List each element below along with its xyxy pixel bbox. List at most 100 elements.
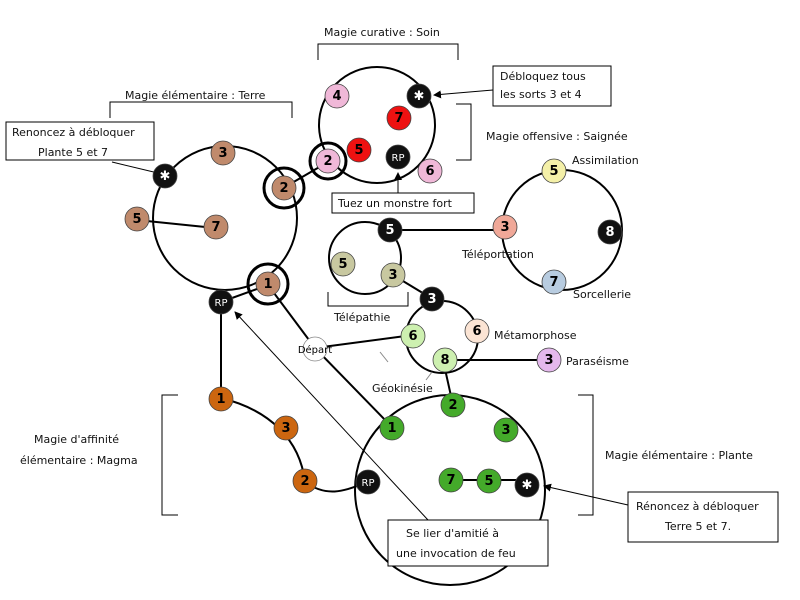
node-tele-5b[interactable]: 5 — [377, 217, 403, 243]
node-terre-3[interactable]: 3 — [210, 140, 236, 166]
node-para-3[interactable]: 3 — [536, 347, 562, 373]
bracket-saignee — [456, 103, 472, 161]
node-disc — [386, 105, 412, 131]
node-disc — [597, 219, 623, 245]
node-label: RP — [392, 153, 405, 164]
node-label: 5 — [549, 164, 558, 179]
node-tele-5[interactable]: 5 — [330, 251, 356, 277]
node-saignee-7[interactable]: 7 — [386, 105, 412, 131]
node-assim-5[interactable]: 5 — [541, 158, 567, 184]
node-disc — [419, 286, 445, 312]
node-disc — [355, 469, 381, 495]
node-disc — [476, 468, 502, 494]
node-label: 2 — [448, 398, 457, 413]
node-plante-2[interactable]: 2 — [440, 392, 466, 418]
label-geokinesie: Géokinésie — [372, 382, 433, 395]
label-magie-curative: Magie curative : Soin — [324, 26, 440, 39]
node-disc — [432, 347, 458, 373]
node-terre-star[interactable]: ✱ — [152, 163, 178, 189]
node-plante-5[interactable]: 5 — [476, 468, 502, 494]
label-renoncez-terre-1: Rénoncez à débloquer — [636, 500, 759, 513]
node-magma-2[interactable]: 2 — [292, 468, 318, 494]
node-soin-4[interactable]: 4 — [324, 83, 350, 109]
node-depart[interactable]: Départ — [298, 336, 332, 362]
node-disc — [273, 415, 299, 441]
node-terre-5[interactable]: 5 — [124, 206, 150, 232]
node-label: 1 — [216, 392, 225, 407]
box-lier — [387, 519, 549, 567]
node-tele-3[interactable]: 3 — [380, 262, 406, 288]
node-n-8-green[interactable]: 8 — [432, 347, 458, 373]
line-depart-g1 — [314, 347, 391, 426]
node-rp-top[interactable]: RP — [385, 144, 411, 170]
brackets — [109, 43, 594, 516]
node-label: 2 — [279, 181, 288, 196]
telepathie-ring — [328, 221, 402, 295]
node-n-6-green[interactable]: 6 — [400, 323, 426, 349]
node-label: 1 — [387, 421, 396, 436]
node-sorc-7[interactable]: 7 — [541, 269, 567, 295]
node-disc — [438, 467, 464, 493]
node-highlight-ring — [308, 141, 348, 181]
bracket-telepathie — [327, 292, 409, 307]
node-soin-2[interactable]: 2 — [308, 141, 348, 181]
arrow-renoncez-terre — [543, 483, 629, 506]
node-disc — [536, 347, 562, 373]
node-label: 8 — [440, 353, 449, 368]
node-black-3[interactable]: 3 — [419, 286, 445, 312]
node-label: 7 — [394, 111, 403, 126]
node-disc — [124, 206, 150, 232]
node-plante-1[interactable]: 1 — [379, 415, 405, 441]
node-label: 3 — [544, 353, 553, 368]
node-n-8-black[interactable]: 8 — [597, 219, 623, 245]
node-disc — [152, 163, 178, 189]
node-label: ✱ — [522, 478, 533, 493]
node-terre-1[interactable]: 1 — [246, 262, 290, 306]
label-magma-2: élémentaire : Magma — [20, 454, 138, 467]
node-label: Départ — [298, 344, 332, 356]
connectors — [136, 161, 549, 481]
label-lier-1: Se lier d'amitié à — [406, 527, 499, 540]
label-debloquez-1: Débloquez tous — [500, 70, 586, 83]
node-plante-star[interactable]: ✱ — [514, 472, 540, 498]
label-teleportation: Téléportation — [461, 248, 534, 261]
node-highlight-ring — [246, 262, 290, 306]
node-label: 5 — [484, 474, 493, 489]
label-renoncez-terre-2: Terre 5 et 7. — [664, 520, 731, 533]
node-disc — [541, 269, 567, 295]
node-terre-2[interactable]: 2 — [262, 166, 306, 210]
node-magma-3[interactable]: 3 — [273, 415, 299, 441]
node-label: RP — [215, 298, 228, 309]
node-rp-left[interactable]: RP — [208, 289, 234, 315]
node-soin-star[interactable]: ✱ — [406, 83, 432, 109]
node-disc — [346, 137, 372, 163]
node-disc — [379, 415, 405, 441]
node-terre-7[interactable]: 7 — [203, 214, 229, 240]
node-disc — [514, 472, 540, 498]
node-label: 6 — [472, 324, 481, 339]
label-sorcellerie: Sorcellerie — [573, 288, 631, 301]
node-disc — [380, 262, 406, 288]
node-disc — [464, 318, 490, 344]
node-label: 5 — [385, 223, 394, 238]
label-renoncez-plante-1: Renoncez à débloquer — [12, 126, 135, 139]
label-metamorphose: Métamorphose — [494, 329, 577, 342]
node-meta-6[interactable]: 6 — [464, 318, 490, 344]
node-plante-3[interactable]: 3 — [493, 417, 519, 443]
node-rp-bottom[interactable]: RP — [355, 469, 381, 495]
node-label: 5 — [354, 143, 363, 158]
node-magma-1[interactable]: 1 — [208, 386, 234, 412]
node-label: 7 — [211, 220, 220, 235]
node-disc — [208, 289, 234, 315]
node-saignee-5[interactable]: 5 — [346, 137, 372, 163]
node-label: 2 — [323, 154, 332, 169]
node-label: 6 — [425, 164, 434, 179]
node-label: 3 — [388, 268, 397, 283]
node-tp-3[interactable]: 3 — [492, 214, 518, 240]
node-label: 3 — [427, 292, 436, 307]
node-plante-7[interactable]: 7 — [438, 467, 464, 493]
node-soin-6[interactable]: 6 — [417, 158, 443, 184]
bracket-plante — [578, 394, 594, 516]
bracket-magma — [161, 394, 178, 516]
